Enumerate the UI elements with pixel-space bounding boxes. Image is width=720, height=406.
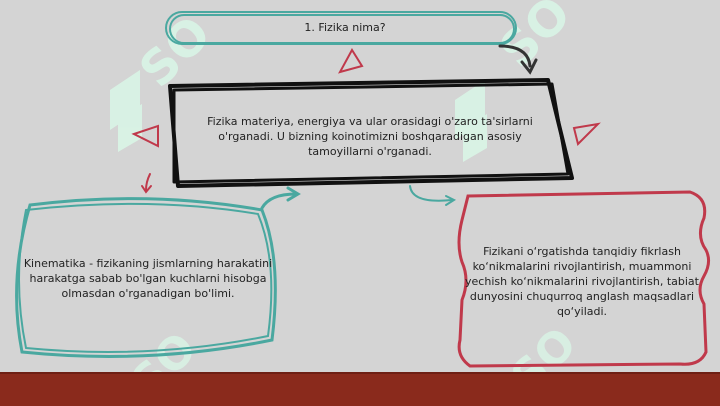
curved-arrow-icon [260,186,301,210]
left-bubble [15,197,277,358]
right-bubble-text: Fizikani o‘rgatishda tanqidiy fikrlash k… [465,245,699,318]
floor-band [0,374,720,406]
slide-title: 1. Fizika nima? [304,21,386,34]
floor-divider [0,372,720,375]
right-bubble [457,190,711,368]
center-box-text: Fizika materiya, energiya va ular orasid… [207,115,533,158]
triangle-marker-icon [131,48,601,148]
curved-arrow-icon [498,44,538,75]
curved-arrow-icon [409,185,457,206]
left-bubble-text: Kinematika - fizikaning jismlarning hara… [23,257,273,300]
curved-arrow-icon [141,173,152,194]
center-box [168,78,574,188]
title-bubble [165,11,517,45]
